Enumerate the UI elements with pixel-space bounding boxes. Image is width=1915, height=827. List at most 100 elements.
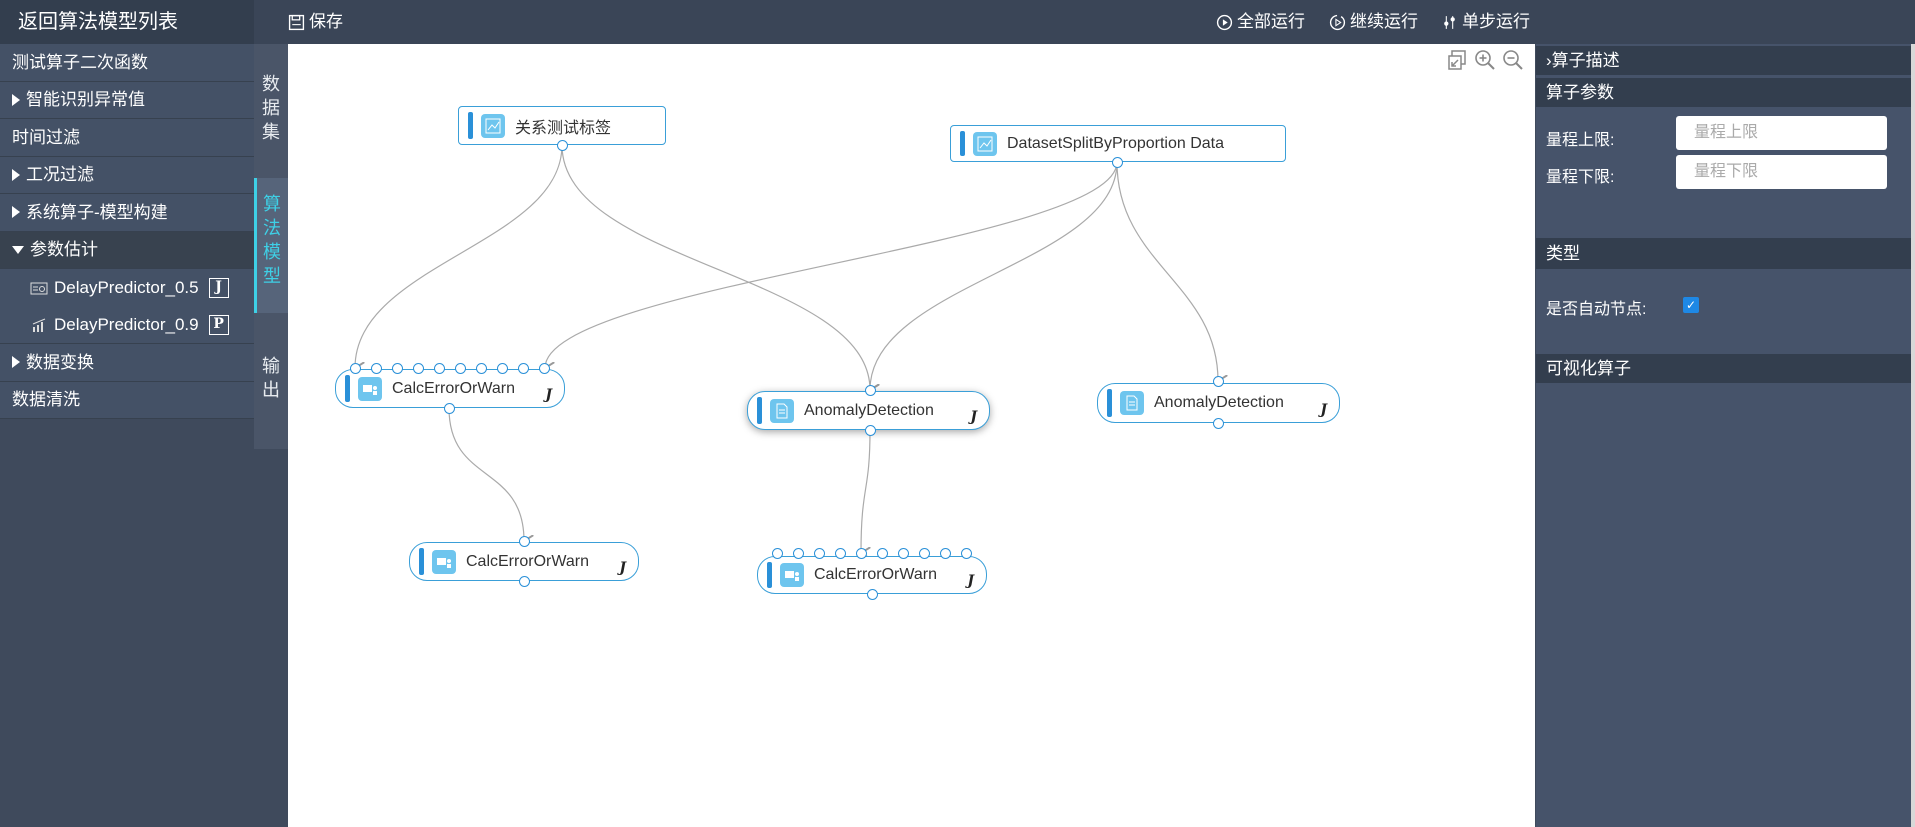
scrollbar[interactable] [1911,44,1915,827]
node-port[interactable] [918,547,930,559]
node-label: 关系测试标签 [515,119,612,137]
node-port[interactable] [349,362,361,374]
sidebar-item-time-filter[interactable]: 时间过滤 [0,119,254,157]
sidebar-item-label: 智能识别异常值 [26,90,145,110]
node-bar [419,548,424,575]
node-port[interactable] [1212,375,1224,387]
node-port[interactable] [1111,156,1123,168]
params-section: 量程上限: 量程下限: [1536,107,1911,238]
operator-description-header[interactable]: ›算子描述 [1536,46,1911,75]
type-section: 是否自动节点: ✓ [1536,269,1911,354]
node-port[interactable] [876,547,888,559]
zoom-in-icon[interactable] [1473,48,1497,72]
visual-operator-header[interactable]: 可视化算子 [1536,354,1911,383]
tab-label: 算法模型 [263,194,281,286]
sidebar-item-anomaly-recognition[interactable]: 智能识别异常值 [0,81,254,119]
tab-output[interactable]: 输出 [262,356,280,400]
fit-view-icon[interactable] [1445,48,1469,72]
node-bar [757,397,762,424]
step-icon [1444,15,1455,29]
sidebar-item-data-transform[interactable]: 数据变换 [0,344,254,382]
node-port[interactable] [518,535,530,547]
node-port[interactable] [443,402,455,414]
sidebar-item-model-build[interactable]: 系统算子-模型构建 [0,194,254,232]
sidebar-item-label: DelayPredictor_0.9 [54,315,199,335]
sidebar-item-label: 时间过滤 [12,127,80,147]
sidebar-item-condition-filter[interactable]: 工况过滤 [0,156,254,194]
zoom-out-icon[interactable] [1501,48,1525,72]
node-relation-test-label[interactable]: 关系测试标签 [458,106,666,145]
flow-canvas[interactable]: 关系测试标签 DatasetSplitByProportion Data Cal… [288,44,1535,827]
node-anomaly-detection[interactable]: AnomalyDetection J [1097,383,1340,423]
node-anomaly-detection[interactable]: AnomalyDetection J [747,391,990,430]
node-port[interactable] [518,362,530,374]
tab-dataset[interactable]: 数据集 [262,74,280,142]
node-port[interactable] [497,362,509,374]
type-header[interactable]: 类型 [1536,238,1911,269]
node-port[interactable] [939,547,951,559]
operator-sidebar: 测试算子二次函数 智能识别异常值 时间过滤 工况过滤 系统算子-模型构建 参数估… [0,44,254,827]
node-bar [960,131,965,156]
node-calc-error-or-warn[interactable]: CalcErrorOrWarn J [757,556,987,594]
save-button[interactable]: 保存 [288,0,343,44]
node-port[interactable] [897,547,909,559]
sidebar-item-quadratic-test[interactable]: 测试算子二次函数 [0,44,254,82]
sidebar-item-label: 系统算子-模型构建 [26,202,168,222]
edge [448,407,524,541]
node-port[interactable] [391,362,403,374]
node-port[interactable] [960,547,972,559]
edge [355,144,563,368]
node-port[interactable] [864,424,876,436]
node-port[interactable] [412,362,424,374]
node-port[interactable] [866,588,878,600]
node-port[interactable] [539,362,551,374]
edge [861,429,870,553]
java-tag: J [967,573,974,589]
caret-right-icon [12,93,20,106]
tab-algorithm-model[interactable]: 算法模型 [254,178,288,313]
node-port[interactable] [834,547,846,559]
run-all-button[interactable]: 全部运行 [1216,0,1305,44]
node-label: AnomalyDetection [804,401,934,419]
back-to-model-list-link[interactable]: 返回算法模型列表 [0,0,254,44]
caret-right-icon [12,356,20,369]
node-port[interactable] [476,362,488,374]
continue-run-button[interactable]: 继续运行 [1329,0,1418,44]
node-port[interactable] [370,362,382,374]
node-port[interactable] [855,547,867,559]
sidebar-item-label: DelayPredictor_0.5 [54,278,199,298]
node-label: DatasetSplitByProportion Data [1007,134,1224,152]
node-dataset-split[interactable]: DatasetSplitByProportion Data [950,125,1286,162]
node-port[interactable] [864,384,876,396]
node-port[interactable] [813,547,825,559]
java-tag: J [970,409,977,425]
java-tag: J [545,387,552,403]
node-port[interactable] [1212,417,1224,429]
sidebar-item-param-estimation[interactable]: 参数估计 [0,231,254,269]
node-calc-error-or-warn[interactable]: CalcErrorOrWarn J [335,369,565,408]
node-port[interactable] [556,139,568,151]
upper-limit-input[interactable] [1676,116,1887,150]
document-icon [1120,391,1144,415]
sidebar-subitem-delaypredictor-05[interactable]: DelayPredictor_0.5 J [0,269,254,307]
step-run-button[interactable]: 单步运行 [1441,0,1530,44]
sidebar-item-data-cleaning[interactable]: 数据清洗 [0,381,254,419]
operator-params-header[interactable]: 算子参数 [1536,78,1911,107]
node-bar [767,562,772,588]
continue-run-label: 继续运行 [1350,12,1418,31]
edges-layer [288,144,1535,827]
node-port[interactable] [792,547,804,559]
java-badge: J [208,277,229,298]
lower-limit-input[interactable] [1676,155,1887,189]
node-bar [345,375,350,402]
node-port[interactable] [433,362,445,374]
caret-right-icon [12,168,20,181]
node-port[interactable] [455,362,466,374]
edge [545,161,1118,368]
node-port[interactable] [518,575,530,587]
bar-chart-icon [32,318,46,332]
step-run-label: 单步运行 [1462,12,1530,31]
auto-node-checkbox[interactable]: ✓ [1683,297,1699,313]
node-port[interactable] [771,547,783,559]
